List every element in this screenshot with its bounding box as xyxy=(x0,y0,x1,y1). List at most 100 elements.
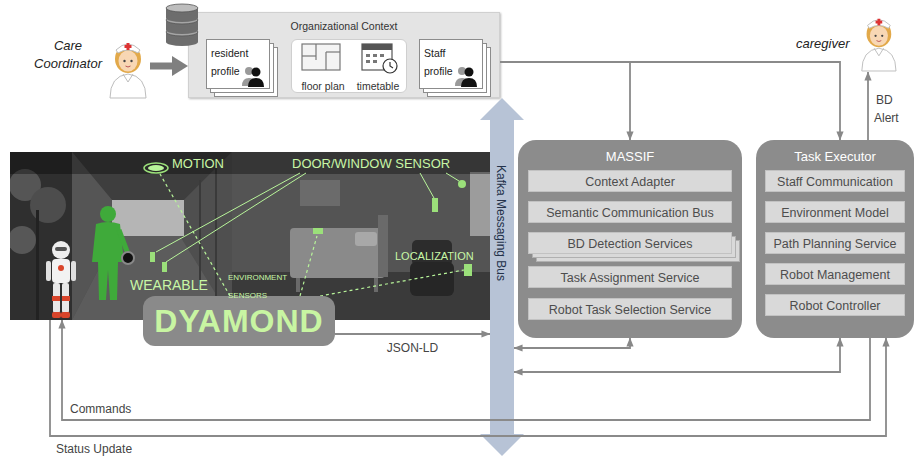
ward-photo xyxy=(10,152,512,320)
nurse-icon xyxy=(868,20,891,29)
service-label: Staff Communication xyxy=(777,175,893,189)
card-label: resident profile xyxy=(211,47,248,77)
sensor-marks xyxy=(464,264,472,276)
service-box: Robot Controller xyxy=(765,294,905,316)
sensor-marks xyxy=(148,165,164,171)
text-holder: JSON-LD xyxy=(385,338,440,356)
database-icon xyxy=(166,26,198,34)
robot xyxy=(52,241,70,259)
ward-photo xyxy=(10,152,512,320)
ward-photo xyxy=(10,226,36,254)
sensor-marks xyxy=(313,228,323,234)
panel-title: Organizational Context xyxy=(291,20,398,32)
ward-scene: MOTIONDOOR/WINDOW SENSORENVIRONMENT SENS… xyxy=(10,152,512,320)
service-label: Robot Management xyxy=(780,268,890,282)
ward-photo xyxy=(355,232,377,246)
sensor-marks xyxy=(432,198,438,212)
group-title: MASSIF xyxy=(606,149,654,164)
nurse-icon xyxy=(877,40,882,42)
service-label: Robot Controller xyxy=(789,299,880,313)
data-feed-line xyxy=(320,270,464,296)
person-icon xyxy=(461,78,477,87)
service-box: Environment Model xyxy=(765,201,905,223)
service-box: Task Assignment Service xyxy=(528,266,732,288)
service-stack: BD Detection Services xyxy=(528,232,732,254)
sensor-label: MOTION xyxy=(172,156,224,171)
sensor-leader-line xyxy=(446,173,459,181)
nurse-icon xyxy=(119,51,138,72)
text-holder: Semantic Communication Bus xyxy=(546,203,713,221)
floor-plan-icon xyxy=(315,44,316,60)
connector xyxy=(62,320,870,420)
robot xyxy=(46,241,76,318)
sensor-marks xyxy=(150,252,155,262)
connector xyxy=(514,338,630,348)
text-holder: DYAMOND xyxy=(154,303,323,340)
sensor-leader-line xyxy=(156,173,300,252)
timetable-icon xyxy=(362,44,392,50)
floor-plan-icon xyxy=(302,55,316,56)
text-holder: MASSIF xyxy=(518,147,742,165)
connector xyxy=(50,320,886,436)
nurse-icon xyxy=(874,48,884,56)
text-holder: Context Adapter xyxy=(585,172,675,190)
service-box: Context Adapter xyxy=(528,170,732,192)
sensor-marks xyxy=(144,163,168,173)
service-box: Path Planning Service xyxy=(765,232,905,254)
nurse-icon xyxy=(862,19,896,71)
icon-caption: timetable xyxy=(357,80,400,92)
text-holder: Status Update xyxy=(54,439,134,457)
actor-label: Care Coordinator xyxy=(34,38,102,71)
service-box: Semantic Communication Bus xyxy=(528,201,732,223)
connector xyxy=(867,72,869,140)
database-icon xyxy=(166,4,198,46)
timetable-icon xyxy=(366,54,370,57)
sensor-leader-line xyxy=(166,173,306,262)
sensor-leader-line xyxy=(156,173,459,262)
nurse-icon xyxy=(126,66,131,67)
edge-label: JSON-LD xyxy=(385,341,440,355)
database-icon xyxy=(166,14,198,22)
nurse-icon xyxy=(123,74,133,82)
bus-label: Kafka Messaging Bus xyxy=(494,165,508,281)
ward-photo xyxy=(290,228,385,278)
text-holder: MOTION xyxy=(172,154,242,172)
nurse-icon xyxy=(881,35,883,37)
robot xyxy=(52,312,61,318)
nurse-icon xyxy=(862,48,896,71)
wearable-watch xyxy=(122,252,134,264)
timetable-icon xyxy=(373,60,377,63)
floor-plan-icon xyxy=(326,51,340,52)
robot xyxy=(58,265,64,271)
sensor-leader-line xyxy=(420,173,434,198)
ward-photo xyxy=(36,210,39,320)
timetable-icon xyxy=(366,54,384,63)
ward-photo xyxy=(300,180,340,206)
nurse-icon xyxy=(876,21,883,24)
person-icon xyxy=(248,78,264,87)
text-holder: Robot Controller xyxy=(789,296,880,314)
ward-photo xyxy=(10,152,512,174)
service-box: Staff Communication xyxy=(765,170,905,192)
robot xyxy=(71,261,76,281)
text-holder: BD Alert xyxy=(874,90,906,126)
resident-figure xyxy=(92,206,128,300)
text-holder: LOCALIZATION xyxy=(395,246,487,264)
ward-photo xyxy=(378,215,388,277)
data-feed-line xyxy=(300,236,317,296)
timetable-icon xyxy=(390,62,393,68)
connector xyxy=(335,333,490,335)
resident-figure xyxy=(119,230,128,254)
text-holder: floor plan xyxy=(296,76,350,94)
ward-photo xyxy=(199,180,201,285)
ward-photo xyxy=(112,200,184,236)
nurse-icon xyxy=(130,60,132,62)
platform-name: DYAMOND xyxy=(154,303,323,340)
ward-photo xyxy=(215,168,217,300)
service-label: Context Adapter xyxy=(585,175,675,189)
person-icon xyxy=(242,67,477,87)
text-holder: Task Assignment Service xyxy=(561,268,700,286)
ward-photo xyxy=(296,278,300,292)
platform-box: DYAMOND xyxy=(143,296,335,346)
